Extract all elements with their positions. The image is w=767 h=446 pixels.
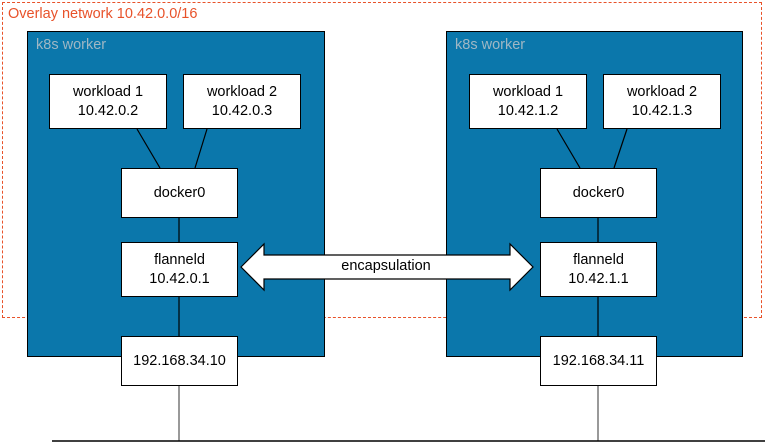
host-ip-box-1[interactable]: 192.168.34.10 <box>121 336 238 386</box>
workload-name: workload 1 <box>492 83 564 100</box>
worker-node-1-title: k8s worker <box>36 37 107 53</box>
flanneld-ip: 10.42.0.1 <box>149 270 210 287</box>
overlay-network-region <box>2 2 762 318</box>
workload-ip: 10.42.1.3 <box>631 102 693 119</box>
flanneld-box-1[interactable]: flanneld 10.42.0.1 <box>121 242 238 297</box>
host-ip: 192.168.34.10 <box>133 352 226 369</box>
workload-name: workload 2 <box>626 83 698 100</box>
worker-node-2-title: k8s worker <box>455 37 526 53</box>
overlay-network-label: Overlay network 10.42.0.0/16 <box>8 6 198 22</box>
docker0-box-1[interactable]: docker0 <box>121 168 238 218</box>
docker0-box-2[interactable]: docker0 <box>540 168 657 218</box>
workload-ip: 10.42.1.2 <box>497 102 559 119</box>
docker0-name: docker0 <box>572 184 625 201</box>
flanneld-box-2[interactable]: flanneld 10.42.1.1 <box>540 242 657 297</box>
flanneld-name: flanneld <box>573 251 624 268</box>
flanneld-ip: 10.42.1.1 <box>568 270 629 287</box>
workload-ip: 10.42.0.3 <box>211 102 273 119</box>
host-ip: 192.168.34.11 <box>552 352 645 369</box>
workload-box-1-2[interactable]: workload 2 10.42.0.3 <box>183 74 301 129</box>
workload-box-2-1[interactable]: workload 1 10.42.1.2 <box>469 74 587 129</box>
workload-box-1-1[interactable]: workload 1 10.42.0.2 <box>49 74 167 129</box>
workload-name: workload 2 <box>206 83 278 100</box>
encapsulation-label: encapsulation <box>341 258 431 274</box>
flanneld-name: flanneld <box>154 251 205 268</box>
workload-box-2-2[interactable]: workload 2 10.42.1.3 <box>603 74 721 129</box>
workload-ip: 10.42.0.2 <box>77 102 139 119</box>
docker0-name: docker0 <box>153 184 206 201</box>
workload-name: workload 1 <box>72 83 144 100</box>
host-ip-box-2[interactable]: 192.168.34.11 <box>540 336 657 386</box>
